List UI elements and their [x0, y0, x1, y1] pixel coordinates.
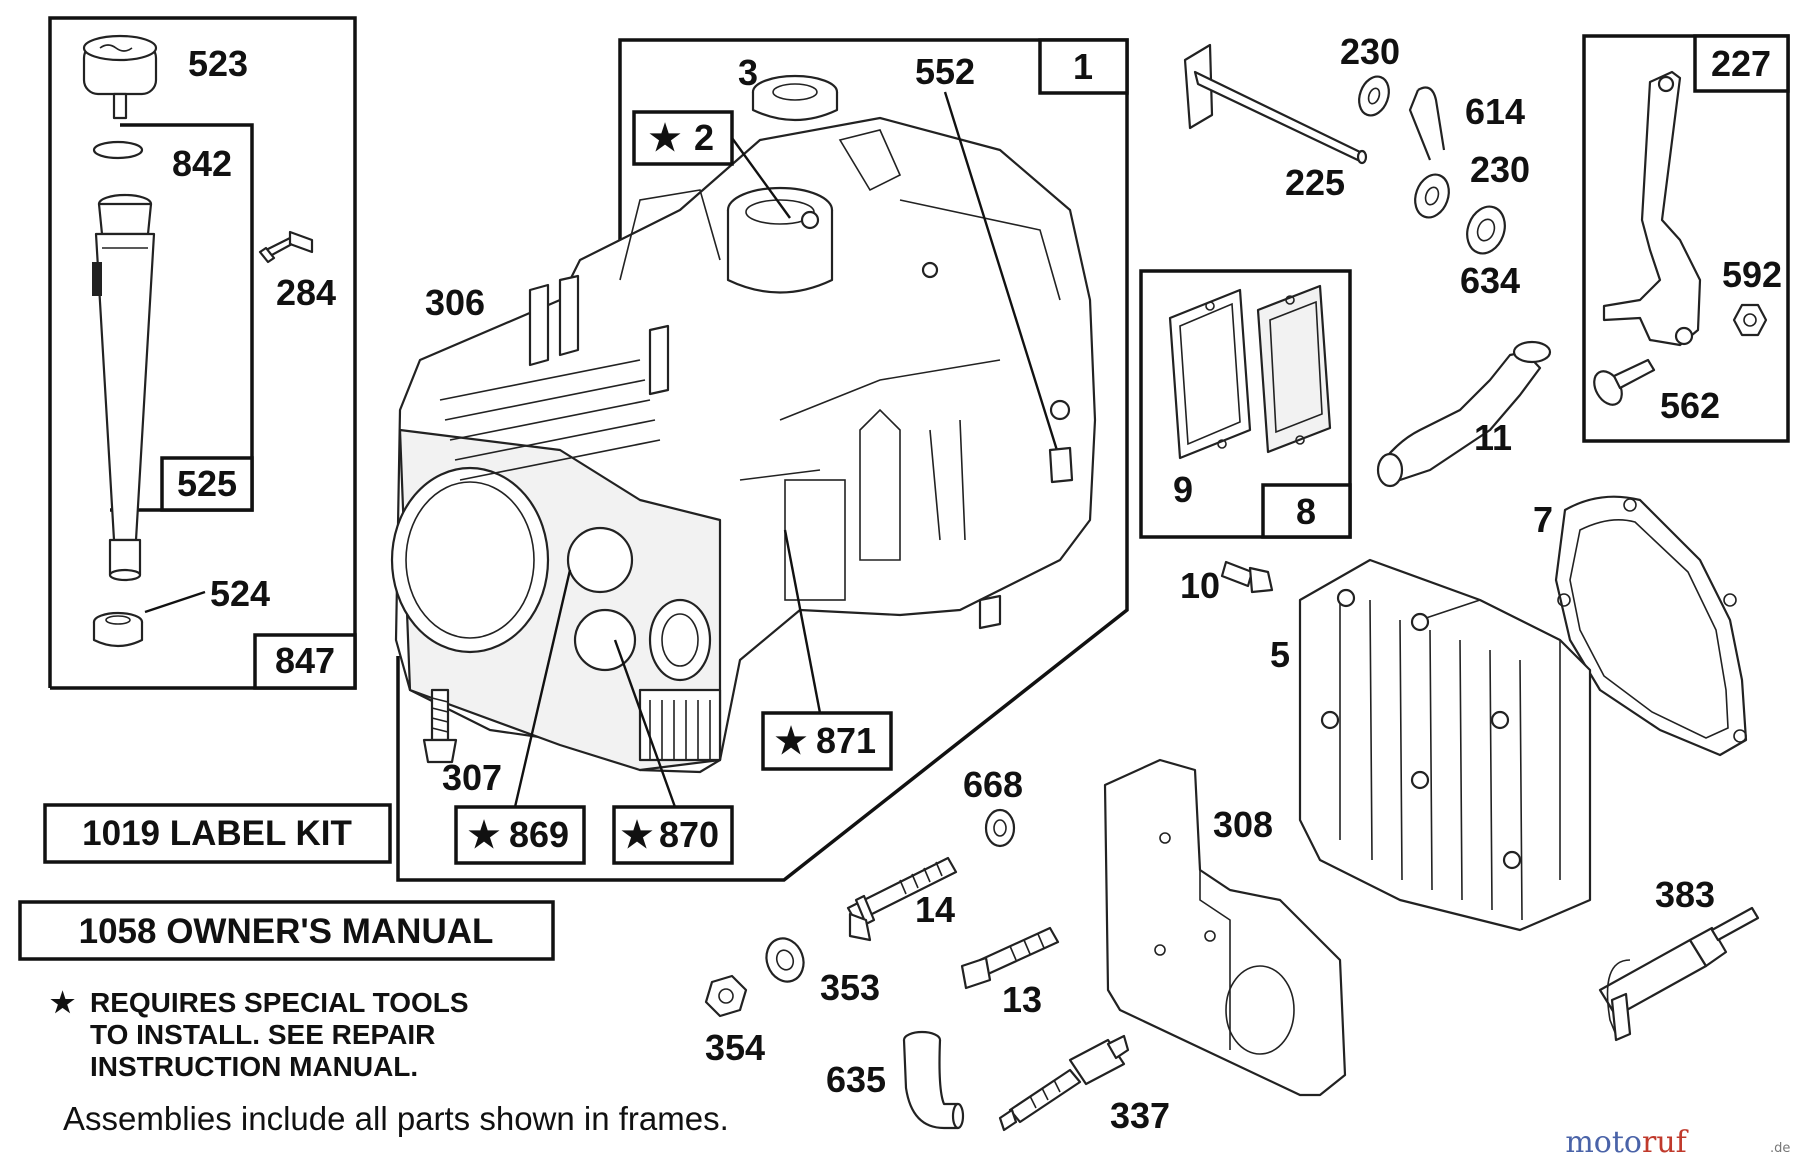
label-524: 524 [210, 573, 270, 614]
owners-manual-text: 1058 OWNER'S MANUAL [79, 912, 494, 951]
label-kit-box [43, 803, 392, 864]
owners-manual-box [18, 900, 555, 961]
label-kit-text: 1019 LABEL KIT [82, 814, 352, 853]
elbow-fitting [902, 1030, 965, 1130]
special-tools-note-line1: REQUIRES SPECIAL TOOLS [90, 987, 469, 1018]
bolt-307 [422, 688, 458, 764]
cylinder-head [1298, 558, 1592, 932]
frame-227: 227 [1582, 34, 1790, 443]
label-5: 5 [1270, 634, 1290, 675]
label-523: 523 [188, 43, 248, 84]
stud-14 [846, 856, 958, 942]
label-337: 337 [1110, 1095, 1170, 1136]
lockwasher-353 [765, 937, 805, 983]
label-7: 7 [1533, 499, 1553, 540]
label-871: 871 [816, 720, 876, 761]
label-871-star: ★ [775, 720, 807, 761]
label-870-star: ★ [621, 814, 653, 855]
seal-634 [1466, 205, 1506, 255]
label-353: 353 [820, 967, 880, 1008]
governor-shaft [1183, 43, 1368, 165]
screw-10 [1220, 560, 1274, 594]
hairpin-clip [1408, 86, 1446, 161]
label-1: 1 [1073, 46, 1093, 87]
label-3: 3 [738, 52, 758, 93]
label-8: 8 [1296, 491, 1316, 532]
washer-230-top [1358, 75, 1390, 117]
watermark-part2: ruf [1642, 1125, 1689, 1160]
head-gasket [1554, 495, 1748, 757]
label-383: 383 [1655, 874, 1715, 915]
label-230-top: 230 [1340, 31, 1400, 72]
label-869: 869 [509, 814, 569, 855]
bolt-13 [960, 926, 1060, 990]
label-10: 10 [1180, 565, 1220, 606]
label-307: 307 [442, 757, 502, 798]
label-634: 634 [1460, 260, 1520, 301]
label-847: 847 [275, 640, 335, 681]
label-592: 592 [1722, 254, 1782, 295]
cylinder-block [390, 116, 1097, 774]
label-354: 354 [705, 1027, 765, 1068]
watermark-part1: moto [1565, 1125, 1642, 1160]
frame-8: 8 [1139, 269, 1352, 539]
screw-284 [258, 230, 314, 264]
gasket-9 [1168, 288, 1252, 460]
dipstick-tube [92, 193, 156, 582]
air-baffle [1103, 758, 1347, 1097]
watermark: moto ruf .de [1565, 1125, 1790, 1160]
breather-cover [1256, 284, 1332, 454]
washer-230-bottom [1414, 173, 1450, 219]
label-668: 668 [963, 764, 1023, 805]
frame-847: 847 525 [48, 16, 357, 690]
label-842: 842 [172, 143, 232, 184]
dipstick-cap [82, 34, 158, 120]
star-note-symbol: ★ [50, 987, 75, 1018]
o-ring [92, 140, 144, 160]
label-869-star: ★ [468, 814, 500, 855]
watermark-suffix: .de [1770, 1141, 1790, 1156]
frame-1: 1 [396, 38, 1129, 882]
breather-tube-11 [1376, 340, 1552, 488]
label-552: 552 [915, 51, 975, 92]
spark-plug [998, 1034, 1130, 1132]
label-306: 306 [425, 282, 485, 323]
label-225: 225 [1285, 162, 1345, 203]
label-284: 284 [276, 272, 336, 313]
label-11: 11 [1474, 417, 1512, 458]
breather-tube [1048, 446, 1074, 484]
nut-592 [1732, 303, 1768, 337]
spacer-668 [984, 808, 1016, 848]
label-14: 14 [915, 889, 955, 930]
label-635: 635 [826, 1059, 886, 1100]
label-525: 525 [177, 463, 237, 504]
governor-lever [1602, 70, 1702, 347]
label-2: 2 [694, 117, 714, 158]
label-9: 9 [1173, 469, 1193, 510]
label-227: 227 [1711, 43, 1771, 84]
label-2-star: ★ [649, 117, 681, 158]
label-230-bottom: 230 [1470, 149, 1530, 190]
label-870: 870 [659, 814, 719, 855]
oil-seal [751, 74, 839, 122]
special-tools-note-line3: INSTRUCTION MANUAL. [90, 1051, 418, 1082]
label-13: 13 [1002, 979, 1042, 1020]
screw-562 [1593, 358, 1656, 406]
label-308: 308 [1213, 804, 1273, 845]
label-562: 562 [1660, 385, 1720, 426]
assemblies-note: Assemblies include all parts shown in fr… [63, 1100, 729, 1137]
nut-354 [704, 974, 748, 1018]
label-614: 614 [1465, 91, 1525, 132]
special-tools-note-line2: TO INSTALL. SEE REPAIR [90, 1019, 435, 1050]
stop-switch [1598, 906, 1760, 1042]
grommet [92, 611, 144, 648]
